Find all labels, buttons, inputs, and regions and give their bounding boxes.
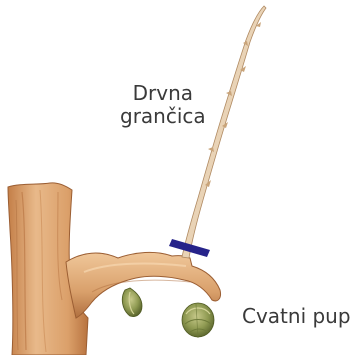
flower-bud-label: Cvatni pup xyxy=(242,305,351,328)
woody-shoot-label: Drvna grančica xyxy=(120,82,206,128)
woody-shoot-label-line1: Drvna xyxy=(120,82,206,105)
woody-shoot xyxy=(182,6,266,258)
flower-bud-icon xyxy=(182,303,214,338)
leaf-bud-icon xyxy=(122,288,142,317)
woody-shoot-label-line2: grančica xyxy=(120,105,206,128)
